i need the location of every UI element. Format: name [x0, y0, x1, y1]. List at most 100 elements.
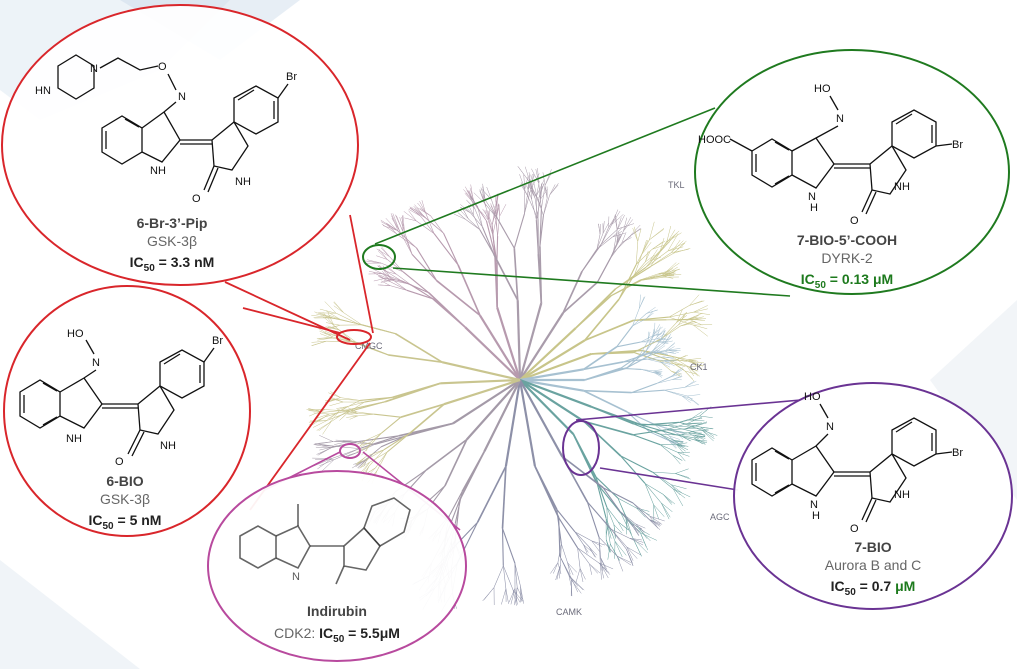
tree-branch	[383, 273, 395, 280]
tree-branch	[537, 168, 540, 184]
tree-branch	[641, 349, 669, 361]
tree-branch	[649, 228, 665, 240]
tree-branch	[519, 327, 577, 381]
tree-branch	[647, 334, 655, 342]
tree-branch	[494, 254, 499, 308]
tree-branch	[378, 248, 388, 260]
tree-branch	[652, 351, 663, 353]
tree-branch	[673, 248, 691, 254]
tree-branch	[671, 370, 682, 377]
tree-branch	[416, 220, 435, 234]
tree-branch	[668, 359, 686, 372]
tree-branch	[629, 224, 641, 237]
tree-branch	[330, 409, 351, 422]
tree-branch	[577, 547, 599, 564]
tree-branch	[394, 332, 443, 363]
tree-branch	[645, 254, 655, 263]
tree-branch	[466, 200, 475, 209]
tree-branch	[368, 449, 385, 467]
tree-branch	[583, 420, 622, 457]
tree-branch	[623, 217, 632, 232]
tree-branch	[660, 362, 671, 368]
tree-branch	[514, 587, 518, 606]
tree-branch	[652, 471, 676, 474]
tree-branch	[666, 428, 685, 431]
tree-branch	[519, 312, 565, 381]
atom-ho: HO	[814, 83, 831, 95]
tree-branch	[688, 318, 706, 321]
tree-branch	[645, 250, 669, 268]
tree-branch	[346, 451, 359, 458]
connector-bio7-top	[575, 398, 813, 421]
tree-branch	[646, 358, 665, 361]
tree-branch	[646, 358, 661, 363]
highlight-aurora	[562, 420, 600, 476]
tree-branch	[595, 476, 608, 508]
atom-nh-right: NH	[894, 489, 910, 501]
tree-branch	[602, 487, 621, 512]
tree-branch	[400, 280, 429, 294]
tree-branch	[519, 339, 586, 381]
atom-h: H	[812, 510, 820, 522]
tree-branch	[605, 518, 611, 545]
tree-branch	[616, 233, 621, 245]
tree-branch	[648, 341, 660, 357]
tree-branch	[524, 175, 529, 190]
tree-branch	[640, 273, 659, 281]
tree-branch	[656, 330, 665, 338]
atom-n-pip: N	[90, 63, 98, 75]
tree-branch	[653, 504, 665, 517]
tree-branch	[671, 484, 687, 490]
tree-branch	[567, 562, 577, 573]
compound-indirubin-circle: N Indirubin CDK2: IC50 = 5.5μM	[207, 470, 467, 662]
tree-branch	[369, 432, 382, 443]
tree-branch	[693, 434, 704, 440]
tree-branch	[315, 441, 334, 444]
tree-branch	[319, 312, 337, 314]
tree-branch	[678, 317, 693, 326]
tree-branch	[700, 426, 715, 437]
tree-branch	[391, 279, 411, 285]
tree-branch	[596, 258, 611, 283]
tree-branch	[670, 484, 683, 494]
tree-branch	[616, 555, 632, 566]
tree-branch	[411, 254, 438, 282]
tree-branch	[674, 434, 695, 441]
tree-branch	[376, 248, 390, 257]
tree-branch	[614, 541, 623, 558]
tree-branch	[684, 425, 695, 430]
tree-branch	[516, 300, 522, 381]
tree-branch	[385, 382, 441, 403]
tree-branch	[589, 563, 598, 574]
tree-branch	[501, 528, 516, 564]
tree-branch	[436, 280, 481, 317]
tree-branch	[324, 330, 337, 337]
tree-branch	[638, 528, 651, 542]
tree-branch	[419, 207, 431, 217]
atom-br: Br	[952, 447, 963, 459]
tree-branch	[381, 223, 398, 235]
tree-branch	[319, 446, 334, 454]
tree-branch	[652, 349, 661, 352]
tree-branch	[482, 208, 490, 219]
tree-branch	[322, 316, 335, 326]
tree-branch	[343, 312, 362, 326]
tree-branch	[650, 241, 668, 267]
tree-branch	[359, 435, 399, 450]
tree-branch	[681, 395, 691, 403]
tree-branch	[646, 312, 654, 319]
tree-branch	[664, 229, 676, 248]
tree-branch	[616, 555, 624, 572]
tree-branch	[400, 403, 445, 418]
tree-branch	[699, 415, 713, 418]
tree-branch	[650, 252, 672, 267]
tree-branch	[693, 308, 708, 313]
tree-branch	[634, 254, 643, 275]
tree-branch	[319, 330, 334, 338]
tree-branch	[356, 455, 367, 465]
tree-branch	[600, 557, 604, 572]
tree-branch	[676, 444, 686, 452]
tree-branch	[520, 586, 522, 602]
tree-branch	[477, 206, 483, 227]
tree-branch	[687, 395, 700, 406]
